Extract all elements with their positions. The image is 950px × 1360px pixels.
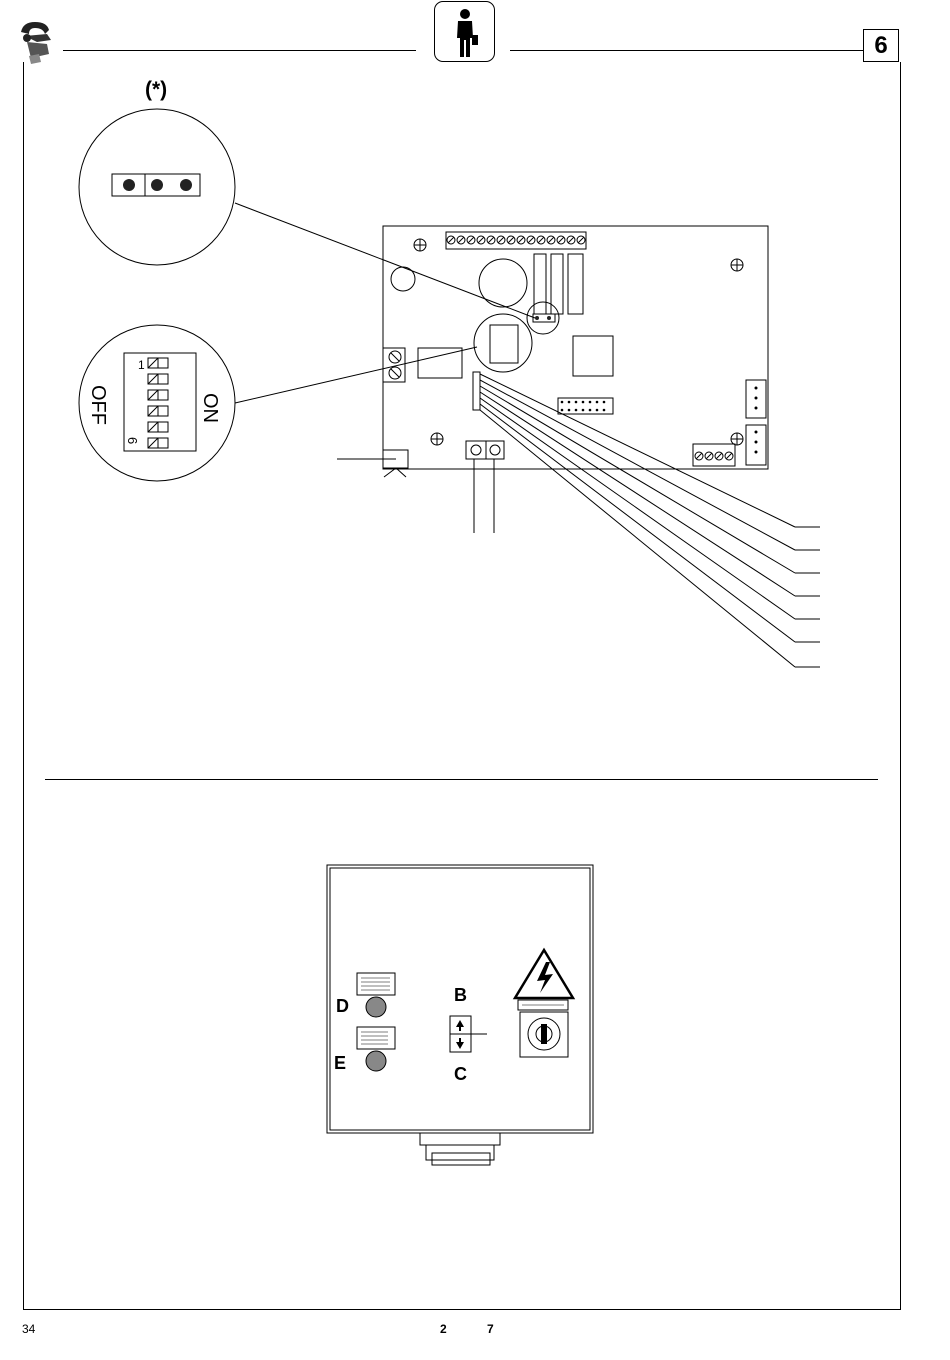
page-frame-bottom	[23, 1309, 901, 1310]
label-c: C	[454, 1064, 467, 1085]
figure-divider	[45, 779, 878, 780]
label-d: D	[336, 996, 349, 1017]
button-d	[366, 997, 386, 1017]
high-voltage-warning-icon	[515, 950, 573, 998]
dip-on-label: ON	[199, 393, 221, 423]
button-e	[366, 1051, 386, 1071]
footer-code-left: 2	[440, 1322, 447, 1336]
control-board-diagram: OFF ON 1 6	[0, 0, 950, 780]
label-e: E	[334, 1053, 346, 1074]
up-down-button	[450, 1016, 471, 1052]
label-b: B	[454, 985, 467, 1006]
dip-off-label: OFF	[87, 385, 109, 425]
dip-first-switch-label: 1	[138, 358, 145, 372]
footer-code-right: 7	[487, 1322, 494, 1336]
key-selector-switch-icon	[520, 1012, 568, 1057]
page-number: 34	[22, 1322, 35, 1336]
dip-last-switch-label: 6	[125, 437, 140, 444]
